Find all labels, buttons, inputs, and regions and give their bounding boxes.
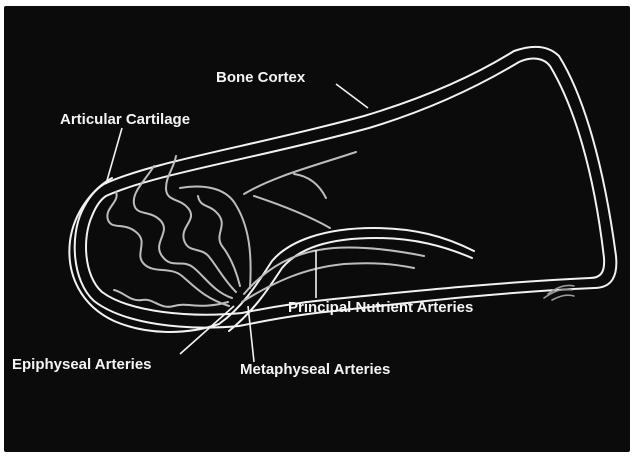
bone-cortex-outer-outline <box>75 47 617 328</box>
epiphyseal-artery-2 <box>134 166 232 298</box>
articular-cartilage-leader <box>106 128 122 184</box>
epiphyseal-artery-4 <box>198 196 240 286</box>
label-bone-cortex: Bone Cortex <box>216 69 306 86</box>
label-principal-nutrient-arteries: Principal Nutrient Arteries <box>288 299 473 316</box>
bone-cortex-inner-outline <box>86 59 604 315</box>
metaphyseal-artery-1 <box>244 247 424 294</box>
nutrient-artery-branch-1 <box>244 152 356 194</box>
nutrient-artery-branch-3 <box>294 174 326 198</box>
label-metaphyseal-arteries: Metaphyseal Arteries <box>240 361 390 378</box>
bone-cortex-leader <box>336 84 368 108</box>
distal-vessel-3 <box>552 295 574 300</box>
bone-vascular-diagram: Bone Cortex Articular Cartilage Principa… <box>4 6 630 452</box>
metaphyseal-arteries-leader <box>248 306 254 362</box>
growth-plate-inner-outline <box>229 238 472 331</box>
label-epiphyseal-arteries: Epiphyseal Arteries <box>12 356 152 373</box>
label-articular-cartilage: Articular Cartilage <box>60 111 190 128</box>
diagram-panel: Bone Cortex Articular Cartilage Principa… <box>4 6 630 452</box>
nutrient-artery-trunk <box>180 187 251 288</box>
nutrient-artery-branch-2 <box>254 196 330 228</box>
